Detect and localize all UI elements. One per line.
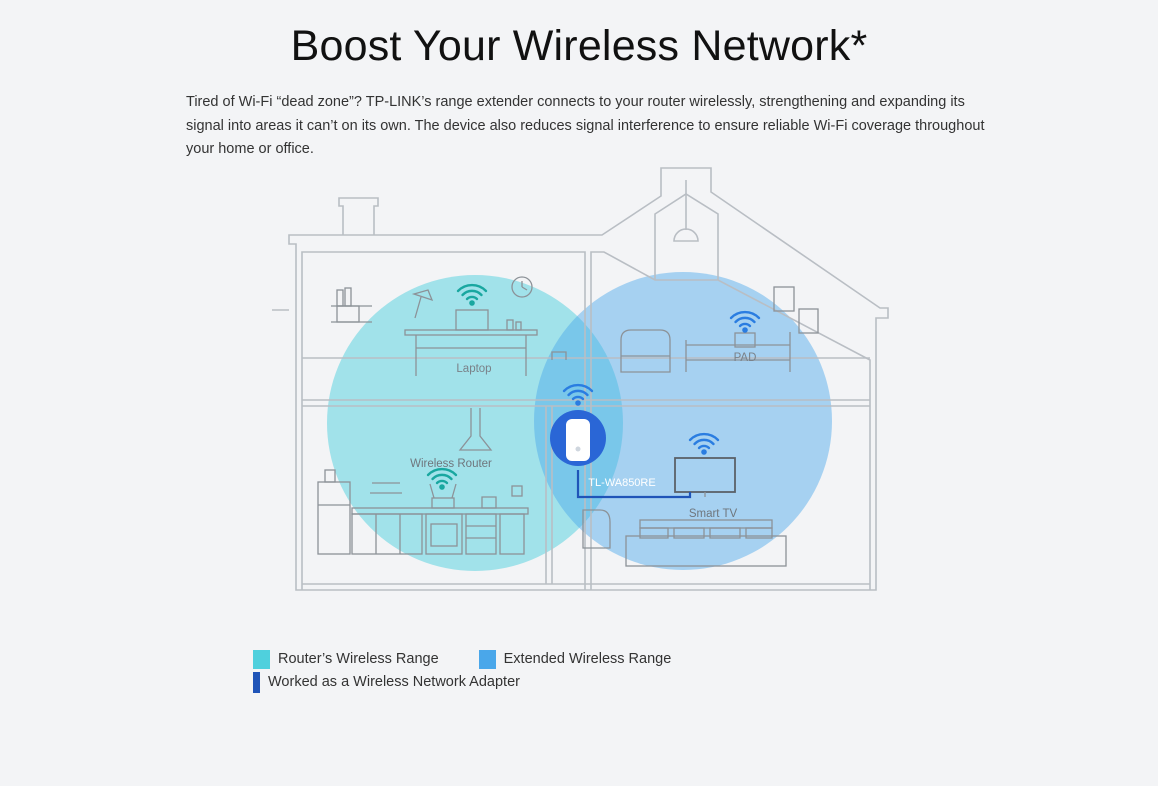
extended-range-circle [534, 272, 832, 570]
legend-item-adapter: Worked as a Wireless Network Adapter [253, 671, 520, 693]
tv-label: Smart TV [689, 508, 738, 520]
legend-item-router-range: Router’s Wireless Range [253, 649, 439, 669]
bedroom-furniture [551, 286, 819, 373]
router-range-circle [327, 275, 623, 571]
legend-label-extended-range: Extended Wireless Range [503, 651, 672, 667]
extender-label: TL-WA850RE [588, 477, 655, 489]
legend-row: Router’s Wireless Range Extended Wireles… [253, 648, 671, 670]
page-title: Boost Your Wireless Network* [290, 22, 868, 70]
extender-device [550, 410, 606, 466]
legend-item-extended-range: Extended Wireless Range [478, 649, 672, 669]
legend-swatch-extended-range [478, 649, 496, 669]
pad-label: PAD [734, 352, 757, 364]
living-furniture [582, 457, 787, 567]
legend: Router’s Wireless Range Extended Wireles… [253, 648, 671, 694]
legend-row: Worked as a Wireless Network Adapter [253, 671, 671, 693]
legend-swatch-router-range [253, 649, 270, 669]
adapter-cable [576, 470, 692, 499]
page-description: Tired of Wi-Fi “dead zone”? TP-LINK’s ra… [186, 94, 985, 157]
legend-label-adapter: Worked as a Wireless Network Adapter [268, 674, 520, 690]
study-furniture [331, 276, 538, 376]
legend-swatch-adapter [253, 671, 260, 693]
kitchen-furniture [317, 408, 529, 555]
legend-label-router-range: Router’s Wireless Range [278, 651, 439, 667]
laptop-label: Laptop [456, 363, 491, 375]
router-label: Wireless Router [410, 458, 492, 470]
